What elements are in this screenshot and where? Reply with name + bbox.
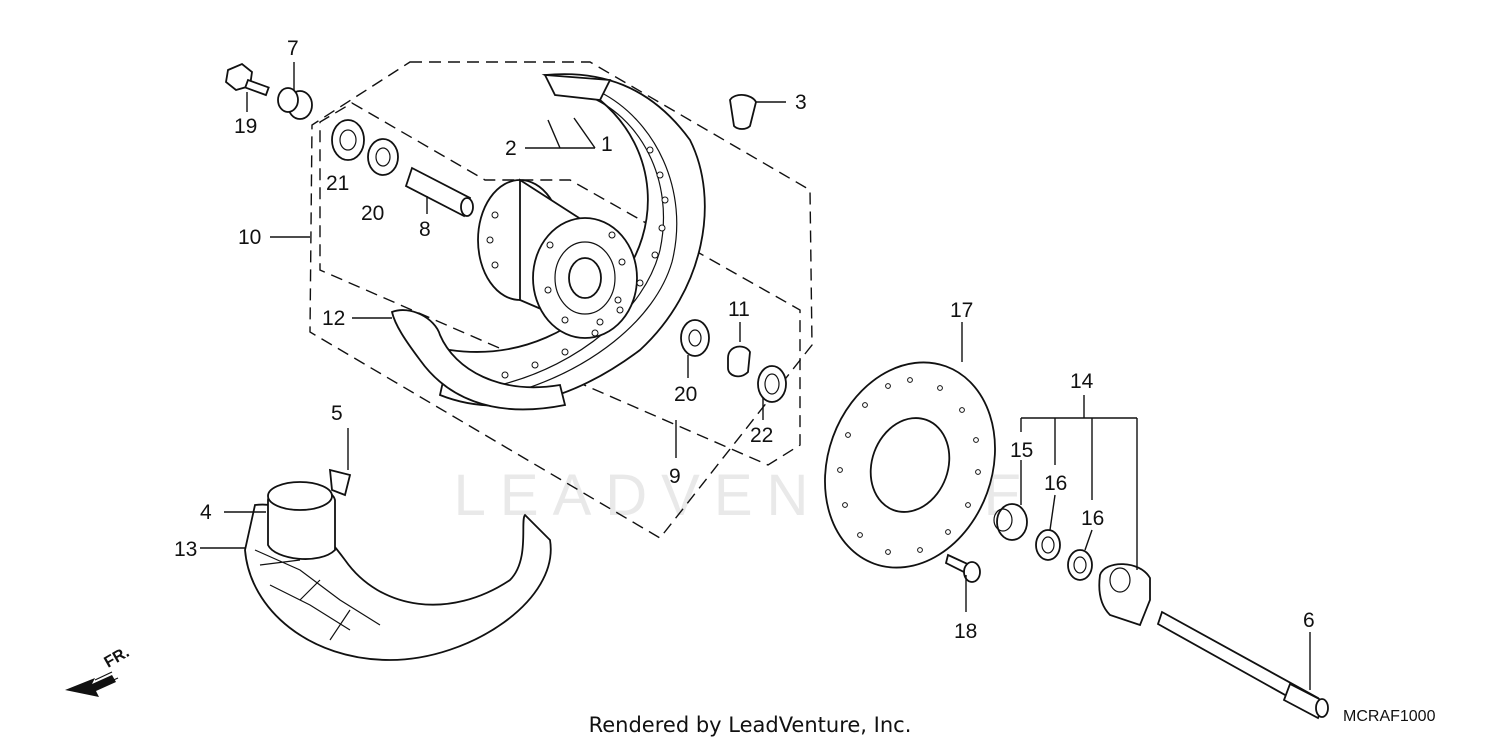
circlip [727, 345, 751, 378]
part-label: 13 [174, 538, 197, 561]
brake-disc [824, 361, 996, 569]
bearing-right [680, 319, 710, 357]
part-label: 22 [750, 424, 773, 447]
rim-band [390, 309, 567, 411]
speedometer-gearbox [1098, 563, 1151, 627]
part-label: 21 [326, 172, 349, 195]
inner-tube [267, 468, 352, 560]
part-label: 4 [200, 501, 212, 524]
disc-bolt [944, 553, 981, 583]
front-wheel-rim [438, 73, 706, 407]
part-label: 9 [669, 465, 681, 488]
part-label: 15 [1010, 439, 1033, 462]
part-label: 1 [601, 133, 613, 156]
dust-seal [757, 365, 787, 403]
part-label: 20 [674, 383, 697, 406]
part-label: 19 [234, 115, 257, 138]
part-label: 6 [1303, 609, 1315, 632]
part-label: 10 [238, 226, 261, 249]
part-labels: 1 2 3 4 5 6 7 8 9 10 11 12 13 14 15 16 1… [174, 37, 1315, 643]
speedometer-washer-2 [1067, 549, 1093, 581]
part-label: 3 [795, 91, 807, 114]
diagram-code: MCRAF1000 [1343, 708, 1436, 725]
part-label: 20 [361, 202, 384, 225]
collar [277, 87, 313, 120]
part-label: 14 [1070, 370, 1094, 393]
bolt [225, 62, 270, 97]
bearing-left-outer [331, 119, 365, 161]
part-label: 18 [954, 620, 977, 643]
part-label: 16 [1044, 472, 1067, 495]
front-axle [1156, 610, 1329, 720]
part-label: 16 [1081, 507, 1104, 530]
part-label: 12 [322, 307, 345, 330]
front-direction-arrow-icon [65, 671, 119, 697]
part-label: 2 [505, 137, 517, 160]
speedometer-gear [993, 503, 1028, 541]
part-label: 17 [950, 299, 973, 322]
bearing-left-inner [367, 138, 399, 176]
part-label: 7 [287, 37, 299, 60]
footer-credit: Rendered by LeadVenture, Inc. [588, 713, 912, 737]
leader-lines [200, 62, 1311, 690]
part-label: 11 [728, 298, 750, 321]
part-label: 8 [419, 218, 431, 241]
distance-collar [404, 166, 474, 218]
valve-cap [729, 94, 757, 130]
part-label: 5 [331, 402, 343, 425]
speedometer-washer-1 [1035, 529, 1061, 561]
direction-label: FR. [102, 644, 133, 672]
